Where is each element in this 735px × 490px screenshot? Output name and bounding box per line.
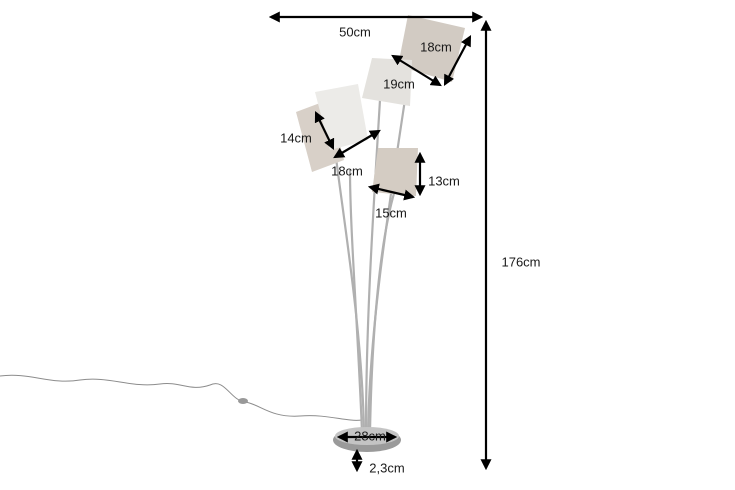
shade-left-height-label: 14cm [280, 130, 312, 146]
shade-bottom-width-label: 15cm [375, 205, 407, 221]
cord-switch [238, 398, 248, 404]
dimension-arrows [268, 11, 492, 473]
shade-bottom-height-label: 13cm [428, 173, 460, 189]
overall-height-label: 176cm [501, 254, 541, 270]
shade-top-right-label: 18cm [420, 39, 452, 55]
shade-left-width-label: 18cm [331, 163, 363, 179]
base-diameter-label: 28cm [354, 428, 386, 444]
power-cord [0, 374, 363, 421]
shade-top-middle-label: 19cm [383, 76, 415, 92]
overall-width-label: 50cm [339, 24, 371, 40]
base-height-label: 2,3cm [369, 460, 405, 476]
